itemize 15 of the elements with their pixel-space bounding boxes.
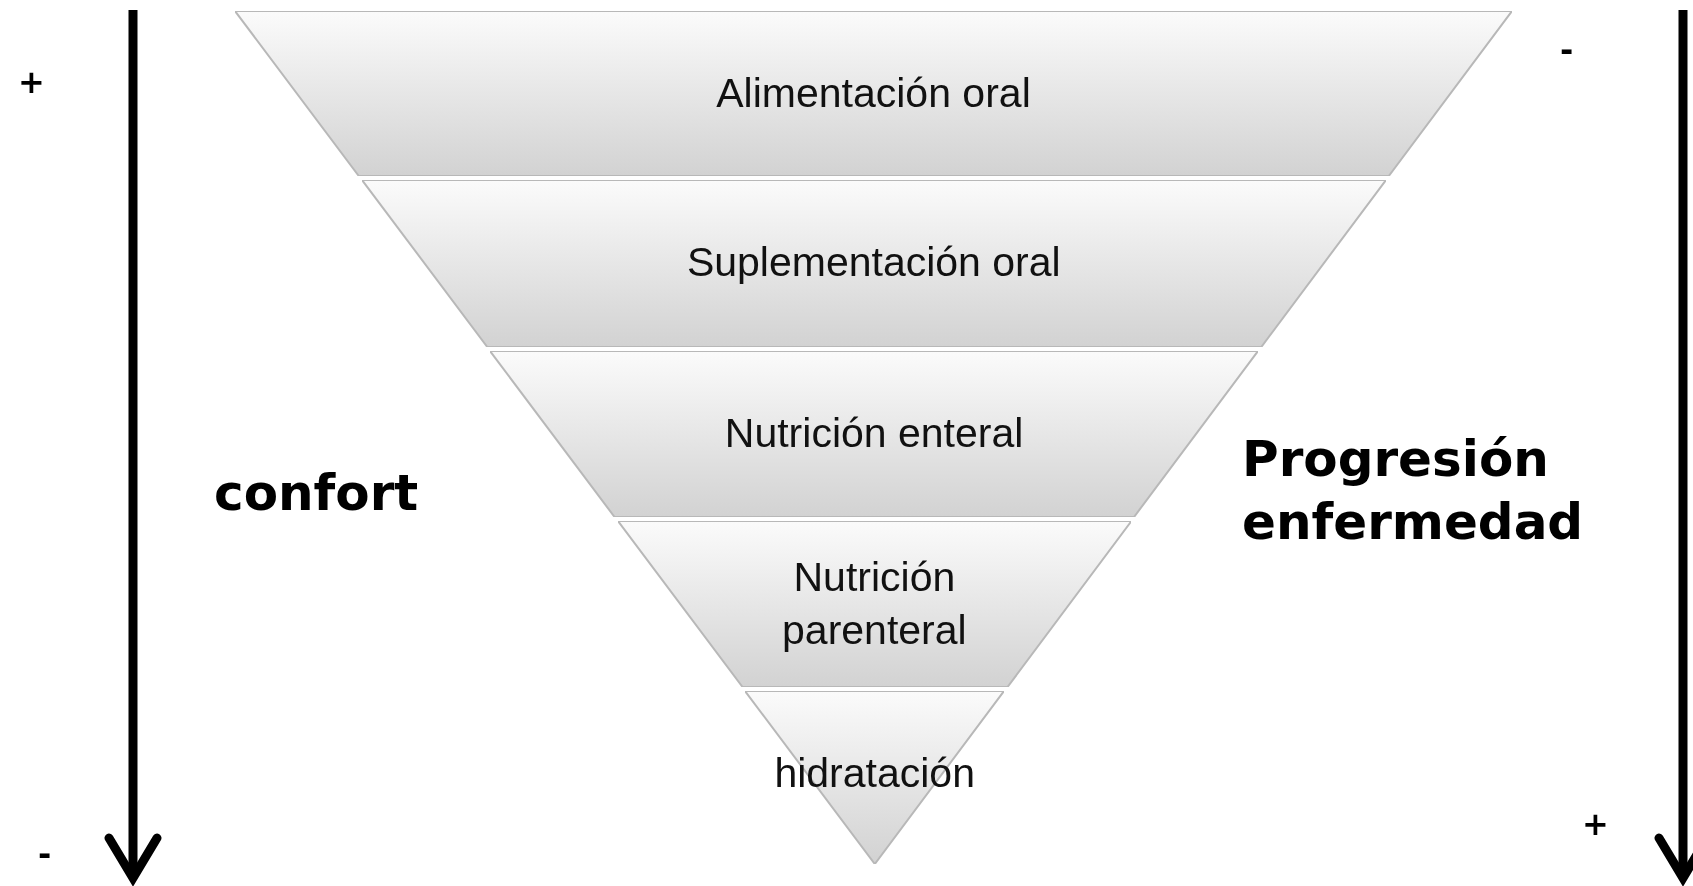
band-label: hidratación bbox=[773, 749, 976, 799]
band-label: Suplementación oral bbox=[685, 238, 1062, 288]
pyramid-tip bbox=[745, 691, 1005, 864]
band-label: Nutrición enteral bbox=[723, 409, 1025, 459]
pyramid-band bbox=[361, 180, 1386, 347]
pyramid-band bbox=[235, 11, 1512, 176]
axis-label: Progresión enfermedad bbox=[1242, 429, 1585, 553]
scale-sign: + bbox=[18, 62, 45, 102]
scale-sign: - bbox=[1560, 30, 1574, 70]
scale-sign: + bbox=[1582, 804, 1609, 844]
band-label: Alimentación oral bbox=[715, 69, 1032, 119]
pyramid-band bbox=[617, 521, 1132, 687]
band-label: Nutrición parenteral bbox=[781, 552, 968, 655]
scale-sign: - bbox=[38, 834, 52, 874]
axis-label: confort bbox=[214, 463, 419, 524]
